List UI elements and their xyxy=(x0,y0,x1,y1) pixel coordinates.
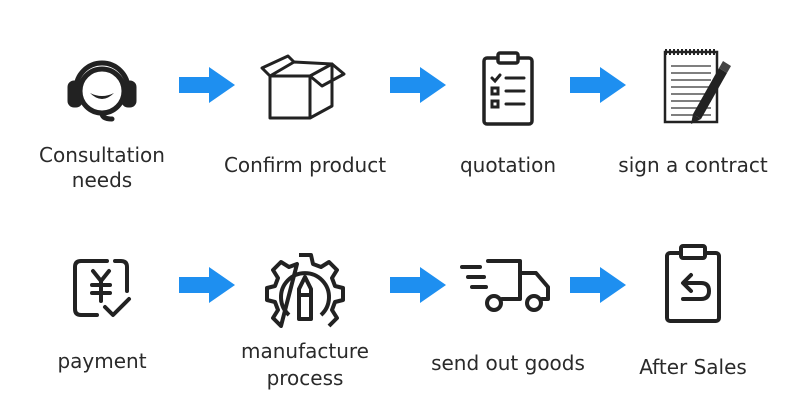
step-confirm-product: Confirm product xyxy=(220,0,390,200)
step-label-line1: send out goods xyxy=(431,351,585,375)
step-label-line1: After Sales xyxy=(639,355,747,379)
step-after-sales: After Sales xyxy=(608,213,778,413)
step-payment: payment xyxy=(17,213,187,413)
step-consultation: Consultation needs xyxy=(17,0,187,200)
gear-pen-icon xyxy=(265,253,345,328)
step-label-line1: sign a contract xyxy=(618,153,768,177)
step-quotation: quotation xyxy=(423,0,593,200)
step-label-line2: needs xyxy=(71,168,133,192)
step-label-line1: manufacture xyxy=(241,339,369,363)
arrow-right-icon xyxy=(390,67,446,103)
delivery-truck-icon xyxy=(460,259,550,312)
step-label-line1: Consultation xyxy=(39,143,165,167)
step-manufacture: manufacture process xyxy=(220,213,390,413)
step-label-line1: payment xyxy=(57,349,147,373)
step-label-line1: Confirm product xyxy=(223,153,387,177)
yen-receipt-check-icon xyxy=(73,259,131,317)
arrow-right-icon xyxy=(179,267,235,303)
step-label-line2: process xyxy=(266,366,344,390)
clipboard-return-icon xyxy=(665,244,721,323)
step-sign-contract: sign a contract xyxy=(608,0,778,200)
arrow-right-icon xyxy=(390,267,446,303)
open-box-icon xyxy=(260,54,346,120)
step-send-goods: send out goods xyxy=(423,213,593,413)
arrow-right-icon xyxy=(179,67,235,103)
notepad-pen-icon xyxy=(663,49,731,124)
arrow-right-icon xyxy=(570,67,626,103)
headset-smile-icon xyxy=(67,60,137,122)
arrow-right-icon xyxy=(570,267,626,303)
clipboard-checklist-icon xyxy=(482,51,534,126)
step-label-line1: quotation xyxy=(459,153,556,177)
